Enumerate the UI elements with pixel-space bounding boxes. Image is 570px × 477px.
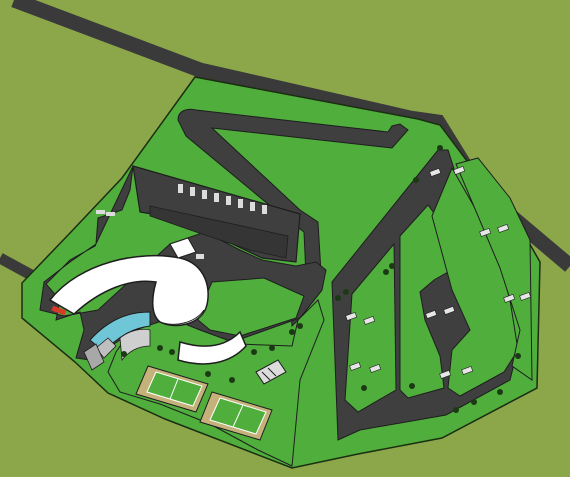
pool [83, 311, 151, 371]
main-building [48, 237, 209, 327]
service-structure [255, 359, 287, 385]
south-lawn [107, 299, 325, 467]
trees [121, 145, 521, 413]
tennis-courts [135, 365, 273, 441]
parked-cars [345, 166, 532, 379]
secondary-building [177, 330, 247, 365]
north-parking-stalls [96, 184, 267, 259]
